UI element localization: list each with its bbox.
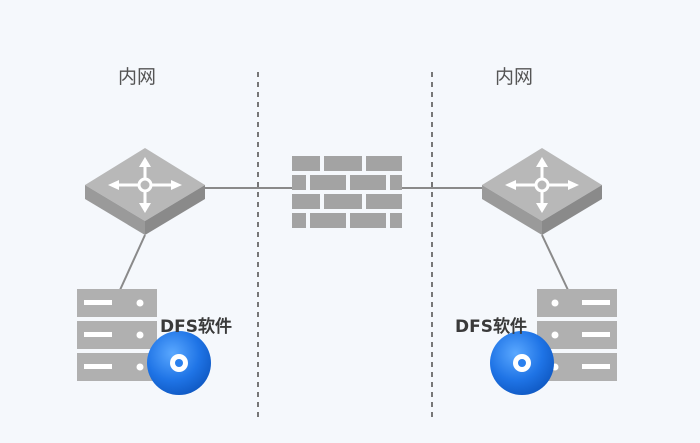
link-right-switch-server xyxy=(541,234,569,291)
left-server-icon xyxy=(77,289,157,381)
right-zone-label: 内网 xyxy=(495,66,534,88)
firewall-icon xyxy=(292,156,402,228)
right-software-label: DFS软件 xyxy=(455,317,527,337)
left-switch-icon xyxy=(85,148,205,235)
right-switch-icon xyxy=(482,148,602,235)
right-disc-icon xyxy=(490,331,554,395)
link-left-switch-server xyxy=(119,234,146,291)
left-software-label: DFS软件 xyxy=(160,317,232,337)
left-disc-icon xyxy=(147,331,211,395)
left-zone-label: 内网 xyxy=(118,66,157,88)
